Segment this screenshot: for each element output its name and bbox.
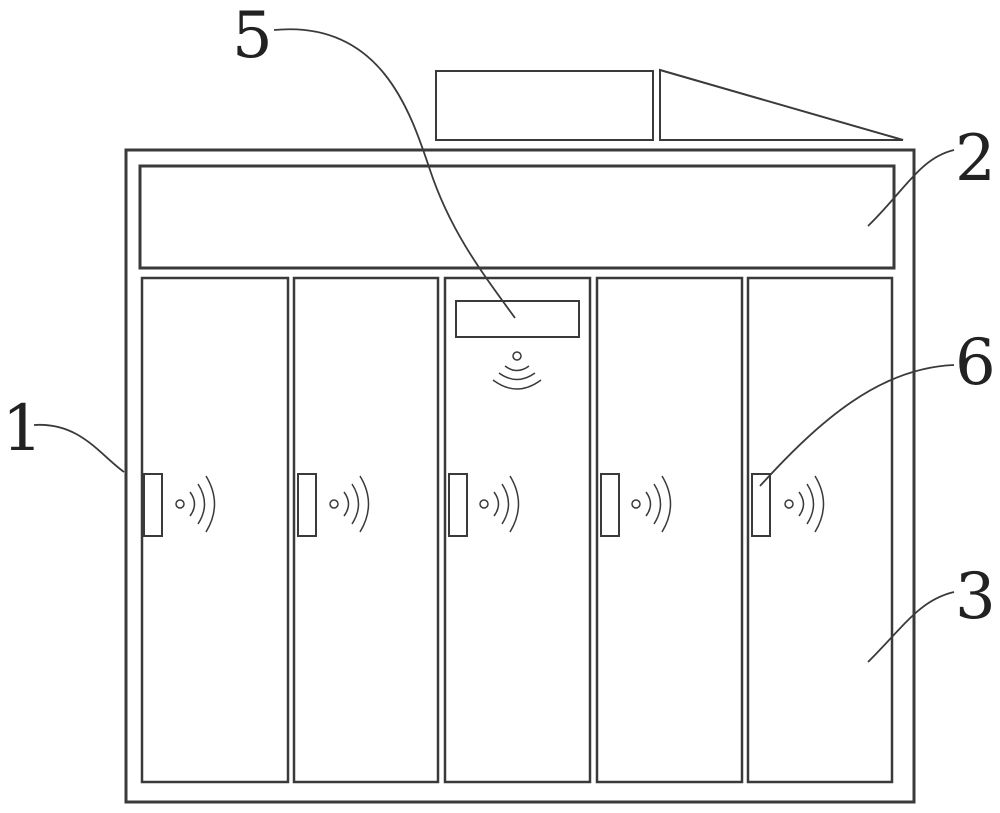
top-panel [140,166,894,268]
door-handle-tag [601,474,619,536]
door-handle-tag [298,474,316,536]
door-handle-tag [144,474,162,536]
leader-line-3 [868,592,954,662]
reader-wireless-signal-icon [493,352,541,389]
locker-door [142,278,288,782]
top-wedge-panel [660,70,903,140]
locker-doors [142,278,892,782]
leader-line-2 [868,150,954,226]
label-2: 2 [955,122,996,196]
door-handle-tag [449,474,467,536]
leader-line-1 [34,425,124,472]
label-1: 1 [2,392,43,466]
door-handles [144,474,770,536]
handle-wireless-signal-icon [330,476,369,532]
handle-wireless-signal-icon [480,476,519,532]
label-3: 3 [955,560,996,634]
top-box-unit [436,71,653,140]
cabinet-body [126,150,914,802]
handle-wireless-signal-icon [785,476,824,532]
reader-panel [456,301,579,337]
handle-wireless-signal-icon [176,476,215,532]
leader-line-6 [760,365,954,486]
door-handle-tag [752,474,770,536]
handle-wireless-signal-icon [632,476,671,532]
leader-line-5 [274,29,515,318]
label-6: 6 [955,326,996,400]
label-5: 5 [232,0,273,73]
